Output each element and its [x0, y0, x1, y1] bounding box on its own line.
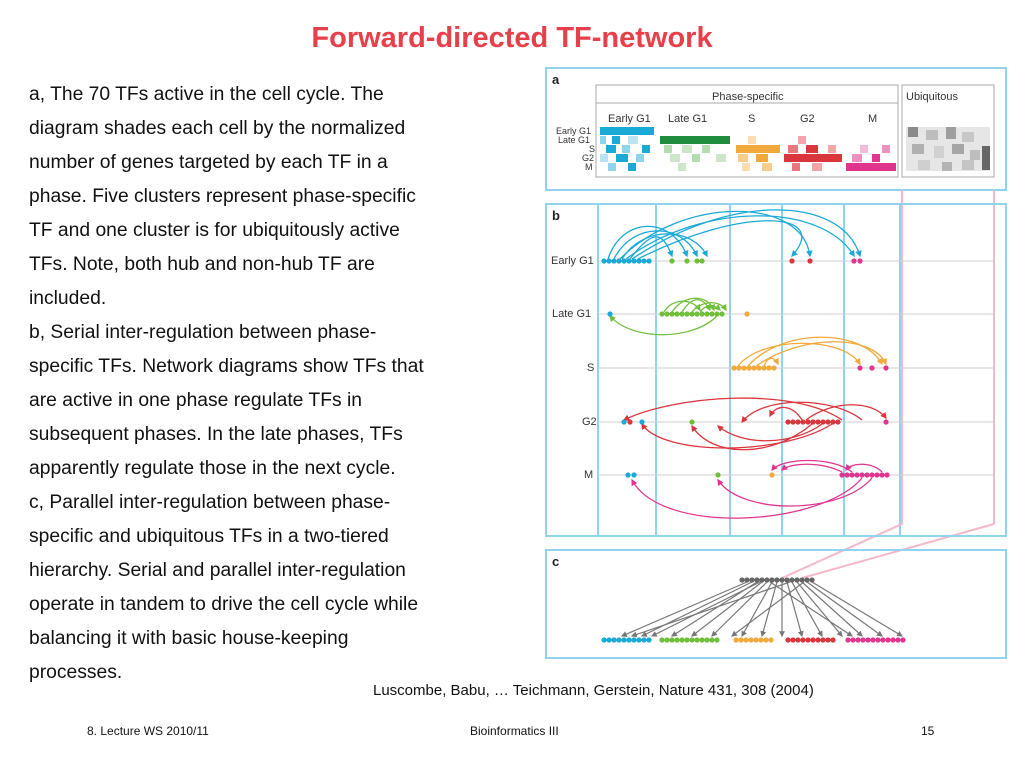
row-label: S: [589, 144, 595, 154]
body-line: TFs. Note, both hub and non-hub TF are: [29, 254, 375, 275]
row-label: Early G1: [556, 126, 591, 136]
phase-guide-lines: [597, 204, 901, 536]
body-line: c, Parallel inter-regulation between pha…: [29, 492, 391, 513]
row-label: Late G1: [558, 135, 590, 145]
column-label: M: [868, 113, 877, 125]
column-label: Late G1: [668, 113, 707, 125]
s-nodes: [731, 365, 889, 371]
late-g1-edges: [609, 297, 727, 336]
body-line: specific and ubiquitous TFs in a two-tie…: [29, 526, 389, 547]
body-line: TF and one cluster is for ubiquitously a…: [29, 220, 400, 241]
body-line: phase. Five clusters represent phase-spe…: [29, 186, 416, 207]
footer-page-number: 15: [921, 724, 935, 738]
m-nodes: [625, 472, 890, 478]
early-g1-edges: [607, 209, 862, 260]
ubiquitous-connector: [781, 190, 995, 579]
row-baselines: [598, 260, 994, 476]
panel-c-frame: [545, 549, 1007, 659]
network-figure: a Phase-specific Ubiquitous Early G1 Lat…: [545, 67, 1007, 659]
network-row-label: G2: [582, 416, 597, 428]
panel-b-label: b: [552, 208, 560, 223]
phase-specific-heading: Phase-specific: [712, 91, 784, 103]
ubiquitous-header-box: [901, 84, 995, 178]
body-line: diagram shades each cell by the normaliz…: [29, 118, 406, 139]
heatmap-late-g1: [660, 136, 730, 171]
body-text: a, The 70 TFs active in the cell cycle. …: [29, 78, 504, 690]
column-label: S: [748, 113, 755, 125]
panel-a: a Phase-specific Ubiquitous Early G1 Lat…: [545, 67, 1007, 191]
footer-lecture: 8. Lecture WS 2010/11: [87, 724, 209, 738]
row-label: G2: [582, 153, 594, 163]
body-line: specific TFs. Network diagrams show TFs …: [29, 356, 424, 377]
slide-title: Forward-directed TF-network: [311, 22, 713, 54]
body-line: b, Serial inter-regulation between phase…: [29, 322, 377, 343]
g2-edges: [622, 397, 887, 451]
g2-nodes: [621, 419, 889, 425]
panel-b: b Early G1 Late G1 S G2 M: [545, 203, 1007, 537]
body-line: processes.: [29, 662, 123, 683]
body-line: number of genes targeted by each TF in a: [29, 152, 388, 173]
citation: Luscombe, Babu, … Teichmann, Gerstein, N…: [373, 682, 814, 699]
m-edges: [631, 459, 883, 519]
body-line: are active in one phase regulate TFs in: [29, 390, 362, 411]
heatmap-ubiquitous: [906, 127, 990, 171]
row-label: M: [585, 162, 593, 172]
network-row-label: M: [584, 469, 593, 481]
panel-c-label: c: [552, 554, 559, 569]
panel-b-frame: [545, 203, 1007, 537]
heatmap-g2: [784, 136, 842, 171]
late-g1-nodes: [607, 311, 750, 317]
s-edges: [737, 336, 887, 367]
early-g1-nodes: [601, 258, 863, 264]
body-line: balancing it with basic house-keeping: [29, 628, 349, 649]
body-line: hierarchy. Serial and parallel inter-reg…: [29, 560, 406, 581]
body-line: included.: [29, 288, 107, 309]
heatmap-early-g1: [600, 127, 654, 171]
body-line: operate in tandem to drive the cell cycl…: [29, 594, 419, 615]
body-line: apparently regulate those in the next cy…: [29, 458, 396, 479]
ubiquitous-heading: Ubiquitous: [906, 91, 958, 103]
body-line: subsequent phases. In the late phases, T…: [29, 424, 403, 445]
hierarchy-edges: [620, 581, 904, 638]
hierarchy-top-nodes: [739, 577, 815, 583]
panel-c: c: [545, 549, 1007, 659]
footer-course: Bioinformatics III: [470, 724, 559, 738]
network-row-label: Early G1: [551, 255, 594, 267]
phase-specific-header-box: [595, 84, 899, 178]
heatmap-s: [736, 136, 780, 171]
body-line: a, The 70 TFs active in the cell cycle. …: [29, 84, 384, 105]
column-label: Early G1: [608, 113, 651, 125]
heatmap-m: [846, 145, 896, 171]
hierarchy-bottom-nodes: [601, 637, 906, 643]
panel-a-label: a: [552, 72, 560, 87]
network-row-label: Late G1: [552, 308, 591, 320]
column-label: G2: [800, 113, 815, 125]
network-row-label: S: [587, 362, 594, 374]
